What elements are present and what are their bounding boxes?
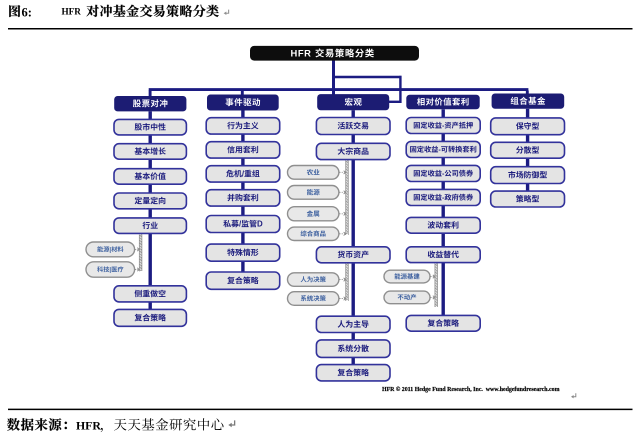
svg-text:HFR: HFR: [291, 48, 312, 59]
svg-text:D: D: [257, 220, 263, 229]
svg-text:HFR © 2011 Hedge Fund Research: HFR © 2011 Hedge Fund Research, Inc. www…: [382, 386, 560, 393]
svg-text:-: -: [438, 145, 441, 154]
svg-text:|: |: [109, 247, 111, 254]
svg-text:HFR: HFR: [76, 419, 101, 433]
svg-text:-: -: [442, 121, 445, 130]
svg-text:HFR: HFR: [62, 7, 82, 17]
svg-text:-: -: [442, 169, 445, 178]
svg-text:|: |: [109, 267, 111, 274]
svg-text:6:: 6:: [22, 5, 32, 19]
svg-text:/: /: [239, 220, 242, 229]
svg-text:/: /: [242, 170, 245, 179]
svg-text:-: -: [442, 193, 445, 202]
